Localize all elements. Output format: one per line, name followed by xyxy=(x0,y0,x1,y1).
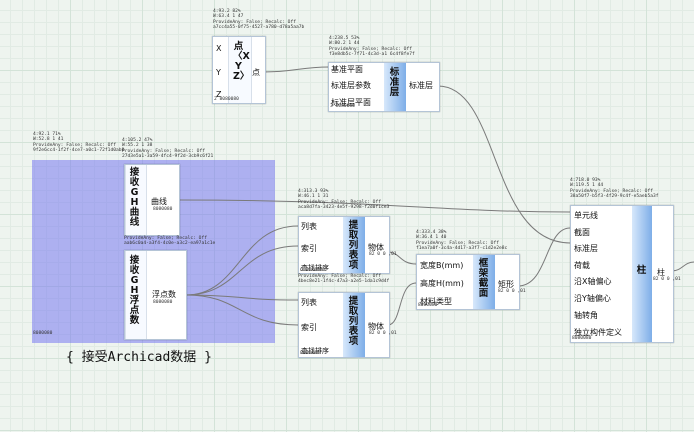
level-node-title: 标准层 xyxy=(389,67,400,98)
extract2-output[interactable]: 物体 xyxy=(368,322,384,331)
input-x[interactable]: X xyxy=(216,44,222,53)
section-input-width[interactable]: 宽度B(mm) xyxy=(420,261,464,270)
extract2-meta: ProvideAny: False; Recalc: Off 4bec8e21-… xyxy=(298,274,390,285)
input-base-plane[interactable]: 基准平面 xyxy=(331,65,363,74)
wire-float-to-extract2b xyxy=(185,294,299,326)
section-meta: 4:333.4 38% W:36.4 1 40 ProvideAny: Fals… xyxy=(416,230,508,251)
point-node-footer: 2 8080080 xyxy=(214,97,239,102)
wire-extract1-to-section xyxy=(387,251,417,265)
section-input-material[interactable]: 材料类型 xyxy=(420,297,452,306)
extract2-input-index[interactable]: 索引 xyxy=(301,323,317,332)
extract-item-node-2[interactable]: 列表 索引 查找排序 提取列表项 物体 82 0 0 ,01 8080080 xyxy=(298,292,397,358)
column-meta: 4:718.0 93% W:119.5 1 44 ProvideAny: Fal… xyxy=(570,178,659,199)
section-input-height[interactable]: 高度H(mm) xyxy=(420,279,464,288)
level-node-meta: 4:238.5 53% W:80.2 1 44 ProvideAny: Fals… xyxy=(329,36,415,57)
recv-gh-float-node[interactable]: 接收GH浮点数 浮点数 8080080 xyxy=(124,250,187,340)
column-output[interactable]: 柱 xyxy=(657,268,665,277)
recv-curve-meta: 4:105.2 47% W:55.2 1 38 ProvideAny: Fals… xyxy=(122,138,214,159)
input-level-plane[interactable]: 标准层平面 xyxy=(331,98,371,107)
point-node-meta: 4:93.2 82% W:63.4 1 47 ProvideAny: False… xyxy=(213,9,305,30)
column-input-rotation[interactable]: 轴转角 xyxy=(574,311,598,320)
column-title: 柱 xyxy=(636,265,647,276)
extract1-title: 提取列表项 xyxy=(348,220,359,271)
extract2-input-list[interactable]: 列表 xyxy=(301,298,317,307)
recv-gh-curve-node[interactable]: 接收GH曲线 曲线 8080080 xyxy=(124,164,180,236)
input-y[interactable]: Y xyxy=(216,68,221,77)
recv-curve-title: 接收GH曲线 xyxy=(129,167,140,228)
recv-float-meta: ProvideAny: False; Recalc: Off aab6c0a4-… xyxy=(124,236,216,247)
extract1-output[interactable]: 物体 xyxy=(368,243,384,252)
section-title: 框架截面 xyxy=(478,258,489,299)
wire-extract2-to-section xyxy=(387,282,417,326)
extract1-footer: 6 8080080 xyxy=(300,268,325,273)
level-node-footer: 3 8080080 xyxy=(330,104,355,109)
column-input-section[interactable]: 截面 xyxy=(574,228,590,237)
column-footer: 8080080 xyxy=(572,336,592,341)
section-title-band xyxy=(473,255,495,309)
extract1-input-list[interactable]: 列表 xyxy=(301,222,317,231)
recv-curve-title-box xyxy=(125,165,147,235)
column-node[interactable]: 单元线 截面 标准层 荷载 沿X轴偏心 沿Y轴偏心 轴转角 独立构件定义 柱 柱… xyxy=(570,205,681,343)
point-title-box xyxy=(228,37,252,103)
extract2-input-wrap[interactable]: 查找排序 xyxy=(301,347,329,355)
recv-float-title: 接收GH浮点数 xyxy=(129,255,140,326)
extract1-sub: 82 0 0 ,01 xyxy=(369,252,397,257)
extract1-meta: 4:313.3 93% W:46.1 1 31 ProvideAny: Fals… xyxy=(298,189,390,210)
wire-column-out xyxy=(671,261,694,272)
point-node-title: 点〈XYZ〉 xyxy=(233,41,250,82)
extract2-title: 提取列表项 xyxy=(348,296,359,347)
wire-level-to-column xyxy=(437,85,571,244)
output-float[interactable]: 浮点数 xyxy=(152,290,176,299)
group-footer: 8080080 xyxy=(33,331,53,336)
wire-float-to-extract1 xyxy=(185,225,299,296)
extract2-sub: 82 0 0 ,01 xyxy=(369,331,397,336)
recv-float-title-box xyxy=(125,251,147,339)
output-curve[interactable]: 曲线 xyxy=(151,197,167,206)
output-point[interactable]: 点 xyxy=(252,68,260,77)
column-title-band xyxy=(632,206,652,342)
wire-point-to-level xyxy=(262,66,330,73)
extract1-input-wrap[interactable]: 查找排序 xyxy=(301,264,329,272)
section-sub: 82 0 0 ,01 xyxy=(498,289,526,294)
extract-item-node-1[interactable]: 列表 索引 查找排序 提取列表项 物体 82 0 0 ,01 6 8080080 xyxy=(298,216,397,274)
column-input-custom-def[interactable]: 独立构件定义 xyxy=(574,328,622,337)
wire-float-to-extract2 xyxy=(185,294,299,301)
recv-curve-footer: 8080080 xyxy=(153,207,173,212)
point-node[interactable]: X Y Z 点〈XYZ〉 点 2 8080080 xyxy=(212,36,266,104)
frame-section-node[interactable]: 宽度B(mm) 高度H(mm) 材料类型 框架截面 矩形 82 0 0 ,01 … xyxy=(416,254,526,310)
extract1-title-band xyxy=(343,217,365,273)
input-level-params[interactable]: 标准层参数 xyxy=(331,81,371,90)
section-output-rect[interactable]: 矩形 xyxy=(498,280,514,289)
input-z[interactable]: Z xyxy=(216,90,222,99)
column-input-level[interactable]: 标准层 xyxy=(574,244,598,253)
wire-float-to-extract1b xyxy=(185,245,299,296)
column-input-unit-line[interactable]: 单元线 xyxy=(574,211,598,220)
column-input-load[interactable]: 荷载 xyxy=(574,261,590,270)
group-caption[interactable]: { 接受Archicad数据 } xyxy=(66,350,212,365)
recv-float-footer: 8080080 xyxy=(153,300,173,305)
extract2-footer: 8080080 xyxy=(300,351,320,356)
column-input-offset-x[interactable]: 沿X轴偏心 xyxy=(574,277,612,286)
recv-curve-meta-left: 4:92.1 71% W:52.8 1 41 ProvideAny: False… xyxy=(33,132,125,153)
wire-curve-to-column xyxy=(177,199,571,213)
level-node[interactable]: 基准平面 标准层参数 标准层平面 标准层 标准层 3 8080080 xyxy=(328,62,440,112)
extract1-input-index[interactable]: 索引 xyxy=(301,244,317,253)
level-title-band xyxy=(384,63,406,111)
column-sub: 82 0 0 ,01 xyxy=(653,277,681,282)
output-level[interactable]: 标准层 xyxy=(409,81,433,90)
section-footer: 8080080 xyxy=(418,303,438,308)
wire-section-to-column xyxy=(517,227,571,287)
column-input-offset-y[interactable]: 沿Y轴偏心 xyxy=(574,294,611,303)
extract2-title-band xyxy=(343,293,365,357)
